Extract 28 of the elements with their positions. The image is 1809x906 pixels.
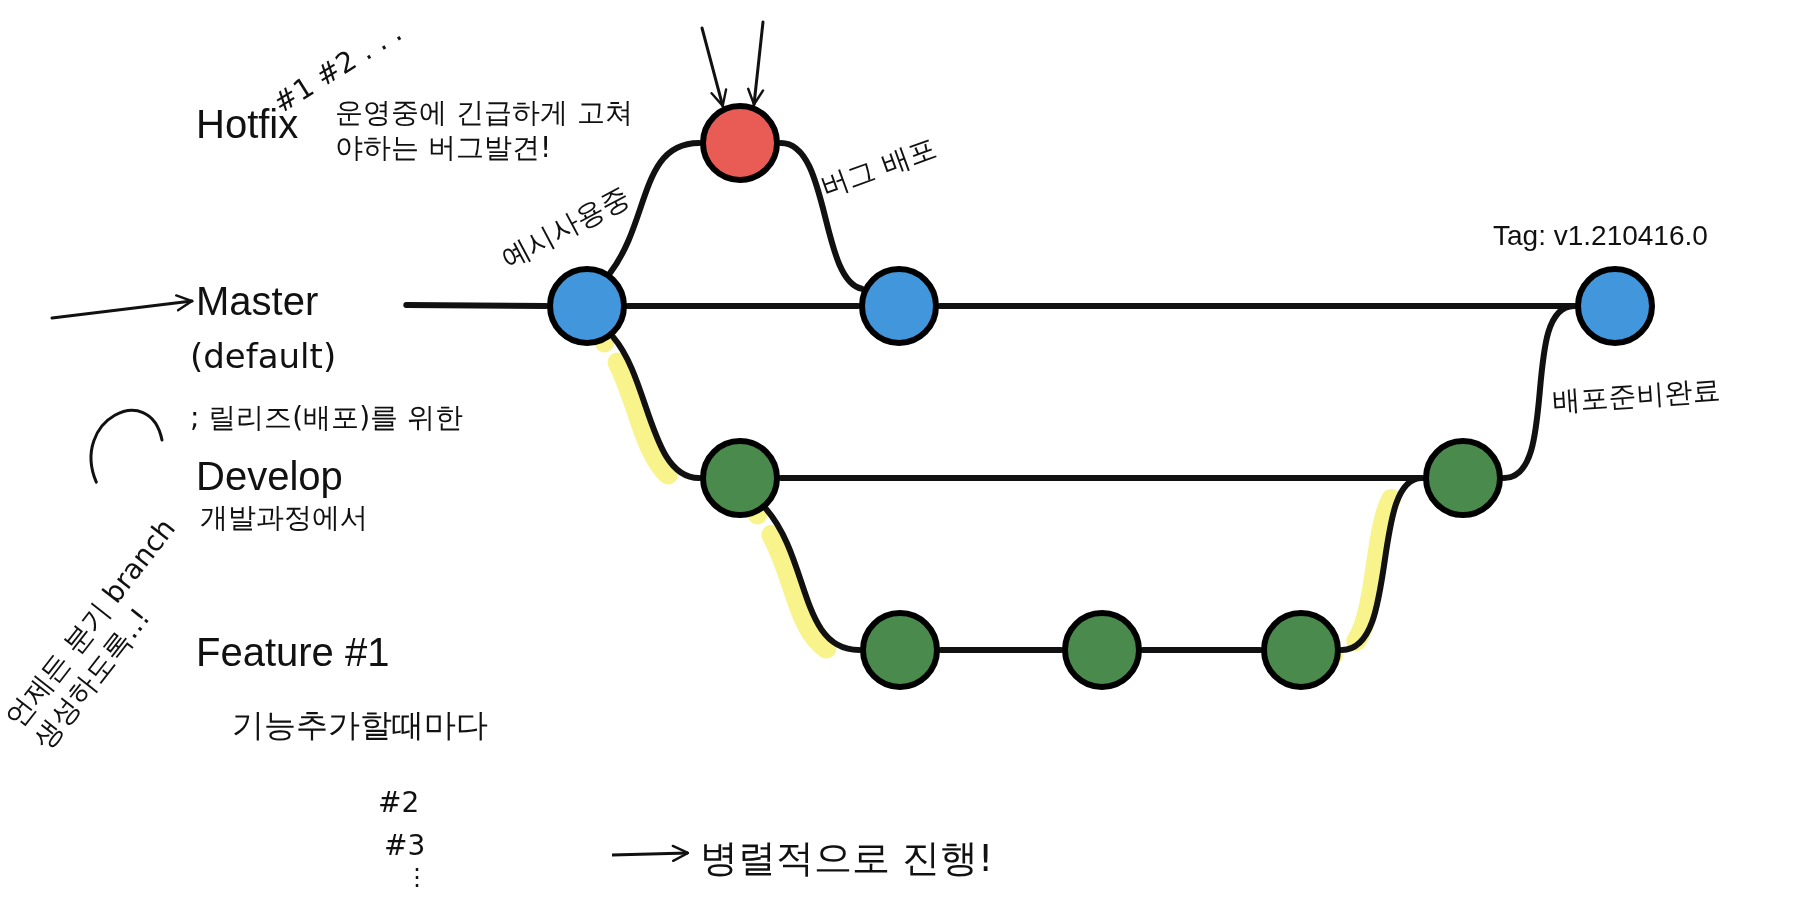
handwritten-note: #2 xyxy=(378,785,420,820)
branch-line xyxy=(625,303,861,309)
handwritten-note: (default) xyxy=(190,335,337,378)
branch-label: Master xyxy=(196,281,319,321)
branch-line xyxy=(1339,475,1425,653)
edge-label: 배포준비완료 xyxy=(1551,372,1721,419)
handwritten-note: 병렬적으로 진행! xyxy=(700,835,994,882)
arrow xyxy=(746,20,765,106)
arrow xyxy=(700,26,728,108)
branch-line xyxy=(938,647,1064,653)
handwritten-note: ⋮ xyxy=(405,862,429,892)
handwritten-note: ; 릴리즈(배포)를 위한 xyxy=(190,400,464,435)
handwritten-note: 개발과정에서 xyxy=(200,500,368,535)
branch-line xyxy=(89,408,164,484)
handwritten-note: #3 xyxy=(384,828,426,863)
branch-label: Develop xyxy=(196,456,343,496)
branch-line xyxy=(610,334,702,481)
arrow xyxy=(50,294,194,320)
edge-label: 버그 배포 xyxy=(815,130,942,205)
branch-label: Feature #1 xyxy=(196,632,390,672)
tag-label: Tag: v1.210416.0 xyxy=(1493,222,1708,250)
branch-line xyxy=(403,302,549,309)
branch-line xyxy=(607,140,702,276)
handwritten-note: 운영중에 긴급하게 고쳐야하는 버그발견! xyxy=(335,95,634,165)
handwritten-note: 기능추가할때마다 xyxy=(232,705,488,745)
branch-line xyxy=(1140,647,1263,653)
branch-line xyxy=(763,506,862,653)
branch-line xyxy=(778,140,865,292)
